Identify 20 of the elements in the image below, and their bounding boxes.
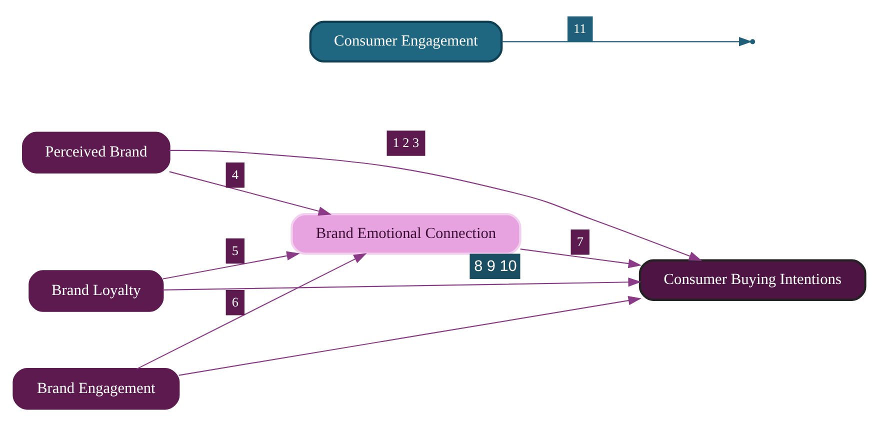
- arrow: [501, 37, 752, 46]
- edge-label: 7: [576, 234, 583, 250]
- node-box: Brand Loyalty: [28, 270, 164, 312]
- node-label: 8 9 10: [474, 258, 516, 275]
- arrow: [136, 253, 366, 370]
- node-box: Consumer Engagement: [308, 20, 502, 63]
- node-box: Brand Engagement: [12, 368, 180, 410]
- edge-label: 1 2 3: [392, 135, 419, 150]
- arrow: [178, 296, 642, 376]
- arrow: [168, 171, 332, 216]
- edge-label: 4: [231, 167, 238, 182]
- arrow: [162, 278, 641, 290]
- arrow: [168, 150, 702, 261]
- arrow: [520, 248, 642, 268]
- edge-label: 11: [573, 20, 586, 36]
- arrow: [162, 251, 300, 280]
- node-box: Perceived Brand: [22, 132, 170, 174]
- edge-label: 6: [231, 294, 238, 310]
- node-box: Consumer Buying Intentions: [638, 259, 866, 301]
- edge-label: 5: [231, 242, 238, 258]
